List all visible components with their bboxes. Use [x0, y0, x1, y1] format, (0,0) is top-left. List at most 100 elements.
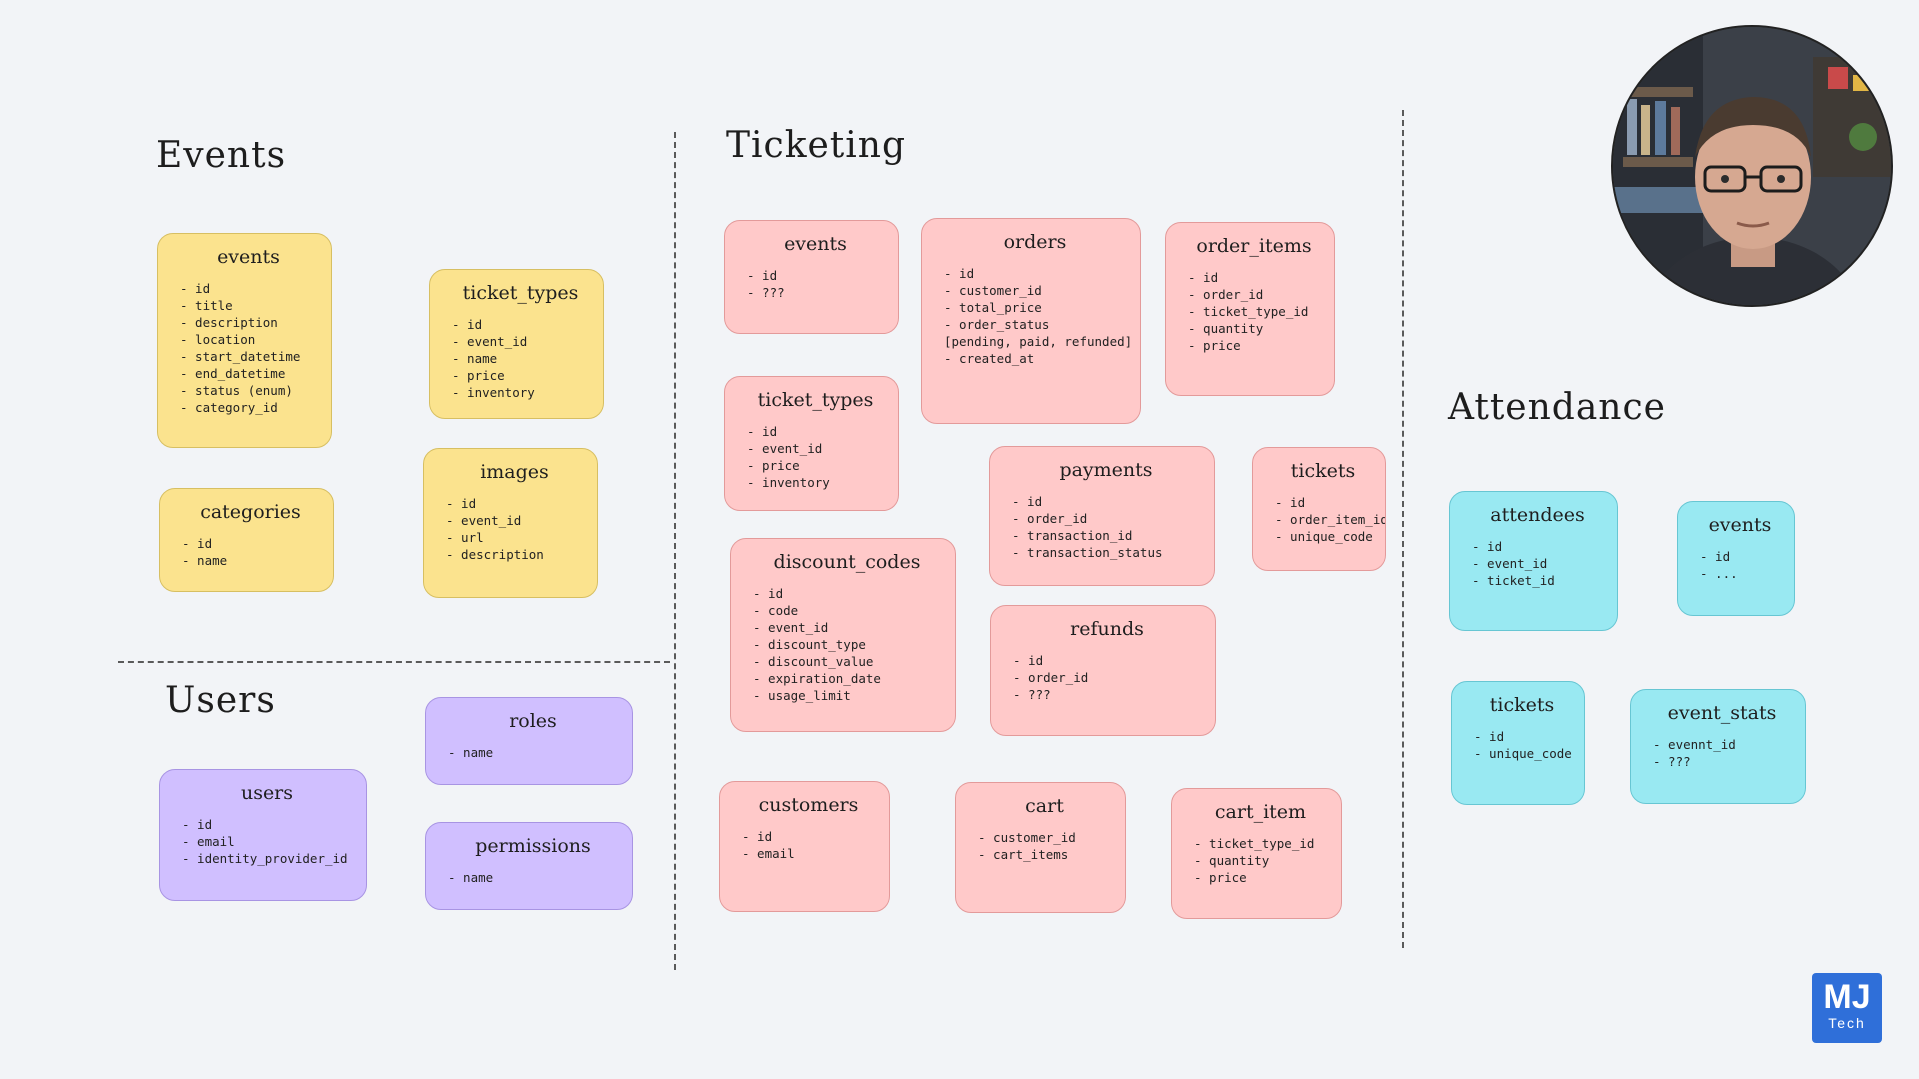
table-field: - price [452, 368, 505, 383]
table-field: - start_datetime [180, 349, 301, 364]
table-field: - id [1275, 495, 1306, 510]
field-list: - id- event_id- ticket_id [1472, 538, 1603, 589]
table-field: - title [180, 298, 233, 313]
table-field: - location [180, 332, 256, 347]
field-list: - id- name [182, 535, 319, 569]
table-field: - expiration_date [753, 671, 881, 686]
field-list: - id- email- identity_provider_id [182, 816, 352, 867]
table-field: - id [1012, 494, 1043, 509]
table-field: - ... [1700, 566, 1738, 581]
table-card-orders[interactable]: orders - id- customer_id- total_price- o… [921, 218, 1141, 424]
table-field: - price [747, 458, 800, 473]
table-field: - ticket_type_id [1188, 304, 1309, 319]
table-card-discount-codes[interactable]: discount_codes - id- code- event_id- dis… [730, 538, 956, 732]
table-field: - quantity [1194, 853, 1270, 868]
table-field: - ??? [1653, 754, 1691, 769]
table-field: - unique_code [1474, 746, 1572, 761]
logo-text: MJ [1823, 978, 1871, 1016]
table-field: - name [448, 870, 494, 885]
table-field: - price [1194, 870, 1247, 885]
field-list: - id- code- event_id- discount_type- dis… [753, 585, 941, 704]
table-card-categories[interactable]: categories - id- name [159, 488, 334, 592]
table-field: - description [446, 547, 544, 562]
table-field: - cart_items [978, 847, 1069, 862]
table-title: events [1708, 514, 1772, 536]
table-card-events[interactable]: events - id- ... [1677, 501, 1795, 616]
table-card-events[interactable]: events - id- title- description- locatio… [157, 233, 332, 448]
table-field: - id [1472, 539, 1503, 554]
table-field: - name [452, 351, 498, 366]
table-field: - transaction_status [1012, 545, 1163, 560]
table-field: - id [1188, 270, 1219, 285]
field-list: - id- title- description- location- star… [180, 280, 317, 416]
table-card-order-items[interactable]: order_items - id- order_id- ticket_type_… [1165, 222, 1335, 396]
table-card-tickets[interactable]: tickets - id- unique_code [1451, 681, 1585, 805]
table-field: - id [747, 268, 778, 283]
table-card-cart-item[interactable]: cart_item - ticket_type_id- quantity- pr… [1171, 788, 1342, 919]
table-field: - email [182, 834, 235, 849]
field-list: - id- event_id- name- price- inventory [452, 316, 589, 401]
field-list: - id- order_id- transaction_id- transact… [1012, 493, 1200, 561]
table-field: - ??? [747, 285, 785, 300]
table-title: roles [509, 710, 557, 732]
table-field: - id [1474, 729, 1505, 744]
table-title: payments [1059, 459, 1153, 481]
table-field: - id [944, 266, 975, 281]
section-title-ticketing: Ticketing [726, 125, 907, 166]
table-title: event_stats [1667, 702, 1777, 724]
table-field: - order_id [1188, 287, 1264, 302]
divider-ticketing-attendance [1402, 110, 1404, 948]
table-field: - discount_value [753, 654, 874, 669]
logo-subtext: Tech [1828, 1015, 1866, 1031]
table-field: - name [182, 553, 228, 568]
table-field: - category_id [180, 400, 278, 415]
table-field: - event_id [747, 441, 823, 456]
table-field: - order_id [1012, 511, 1088, 526]
table-field: - price [1188, 338, 1241, 353]
table-field: - inventory [747, 475, 830, 490]
table-title: categories [200, 501, 301, 523]
table-field: - customer_id [944, 283, 1042, 298]
table-card-cart[interactable]: cart - customer_id- cart_items [955, 782, 1126, 913]
table-field: - end_datetime [180, 366, 286, 381]
table-field: - code [753, 603, 799, 618]
table-card-event-stats[interactable]: event_stats - evennt_id- ??? [1630, 689, 1806, 804]
table-field: - name [448, 745, 494, 760]
table-card-ticket-types[interactable]: ticket_types - id- event_id- price- inve… [724, 376, 899, 511]
table-card-customers[interactable]: customers - id- email [719, 781, 890, 912]
field-list: - id - ??? [747, 267, 884, 301]
field-list: - id - unique_code [1474, 728, 1572, 762]
field-list: - id- order_item_id- unique_code [1275, 494, 1385, 545]
table-card-attendees[interactable]: attendees - id- event_id- ticket_id [1449, 491, 1618, 631]
table-title: tickets [1290, 460, 1356, 482]
table-card-users[interactable]: users - id- email- identity_provider_id [159, 769, 367, 901]
table-card-images[interactable]: images - id- event_id- url- description [423, 448, 598, 598]
table-field: - discount_type [753, 637, 866, 652]
table-field: - customer_id [978, 830, 1076, 845]
table-card-ticket-types[interactable]: ticket_types - id- event_id- name- price… [429, 269, 604, 419]
table-title: discount_codes [773, 551, 921, 573]
field-list: - ticket_type_id- quantity- price [1194, 835, 1327, 886]
table-field: - email [742, 846, 795, 861]
table-field: - quantity [1188, 321, 1264, 336]
table-field: - event_id [1472, 556, 1548, 571]
table-card-events[interactable]: events - id- ??? [724, 220, 899, 334]
table-field: - id [446, 496, 477, 511]
table-title: ticket_types [462, 282, 579, 304]
table-title: ticket_types [757, 389, 874, 411]
table-field: - order_id [1013, 670, 1089, 685]
table-title: customers [758, 794, 859, 816]
table-field: - total_price [944, 300, 1042, 315]
field-list: - evennt_id- ??? [1653, 736, 1791, 770]
field-list: - id- customer_id- total_price- order_st… [944, 265, 1132, 367]
table-title: refunds [1070, 618, 1144, 640]
table-card-permissions[interactable]: permissions - name [425, 822, 633, 910]
table-card-refunds[interactable]: refunds - id- order_id- ??? [990, 605, 1216, 736]
table-field: - description [180, 315, 278, 330]
table-card-payments[interactable]: payments - id- order_id- transaction_id-… [989, 446, 1215, 586]
table-field: - created_at [944, 351, 1035, 366]
table-title: permissions [475, 835, 591, 857]
table-card-roles[interactable]: roles - name [425, 697, 633, 785]
table-card-tickets[interactable]: tickets - id- order_item_id- unique_code [1252, 447, 1386, 571]
